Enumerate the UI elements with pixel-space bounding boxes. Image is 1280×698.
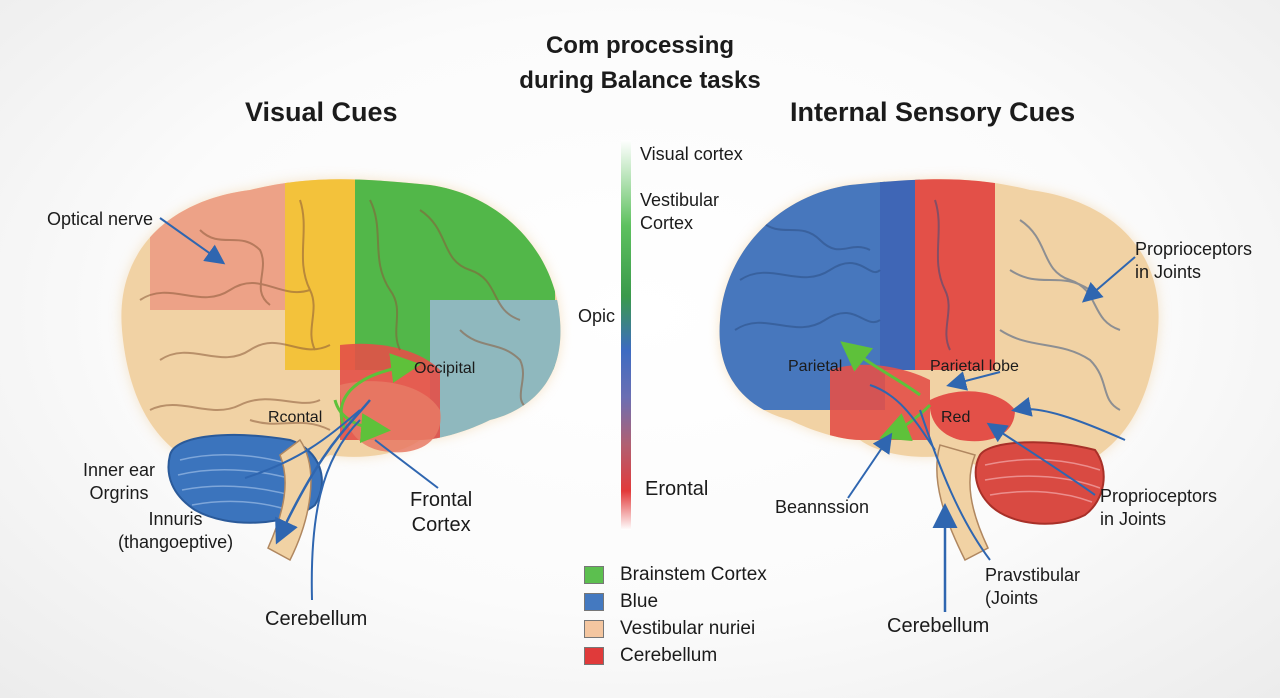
- legend-swatch: [584, 565, 604, 584]
- scale-label-frontal: Erontal: [645, 478, 709, 500]
- left-arrow-green-1: [339, 353, 421, 431]
- right-red-region: [915, 179, 995, 370]
- right-arrow-beannssion: [847, 432, 893, 499]
- label-red: Red: [941, 409, 971, 426]
- right-arrow-proprio-top: [1081, 256, 1136, 303]
- label-proprioceptors-top: Proprioceptors in Joints: [1135, 238, 1252, 284]
- left-heading: Visual Cues: [245, 97, 398, 127]
- left-arrow-cerebellum: [310, 419, 361, 601]
- legend-item: Blue: [584, 588, 767, 615]
- right-arrow-green-1: [840, 341, 921, 397]
- label-frontal-cortex-line-2: Cortex: [411, 514, 471, 536]
- left-arrow-cerebellum-link: [244, 409, 361, 479]
- label-beannssion: Beannssion: [775, 497, 870, 517]
- legend-swatch: [584, 619, 604, 638]
- left-arrow-optical: [159, 217, 226, 265]
- label-pravstibular: Pravstibular (Joints: [985, 564, 1080, 610]
- scale-label-vestibular-line-1: Vestibular: [640, 190, 720, 210]
- title-line-1: Com processing: [545, 32, 735, 59]
- label-innuris: Innuris (thangoeptive): [118, 508, 233, 554]
- legend-item: Cerebellum: [584, 642, 767, 669]
- label-inner-ear: Inner ear Orgrins: [83, 459, 155, 505]
- right-deep-blue-region: [880, 179, 920, 370]
- scale-label-vestibular: Vestibular Cortex: [640, 189, 719, 235]
- scale-label-opic: Opic: [578, 306, 616, 326]
- label-right-cerebellum: Cerebellum: [887, 615, 990, 637]
- right-brain: [719, 179, 1159, 612]
- label-pravstibular-line-1: Pravstibular: [985, 565, 1081, 585]
- legend: Brainstem Cortex Blue Vestibular nuriei …: [584, 561, 767, 669]
- legend-label: Cerebellum: [620, 644, 718, 666]
- label-pravstibular-line-2: (Joints: [985, 588, 1039, 608]
- scale-label-vestibular-line-2: Cortex: [640, 213, 694, 233]
- legend-label: Blue: [620, 590, 659, 612]
- legend-item: Vestibular nuriei: [584, 615, 767, 642]
- legend-label: Vestibular nuriei: [620, 617, 756, 639]
- label-proprioceptors-bottom-line-2: in Joints: [1100, 509, 1167, 529]
- label-proprioceptors-bottom: Proprioceptors in Joints: [1100, 485, 1217, 531]
- right-arrow-proprio-mid: [1011, 397, 1126, 441]
- left-gyri: [139, 199, 531, 431]
- title-line-2: during Balance tasks: [519, 67, 761, 94]
- legend-swatch: [584, 646, 604, 665]
- left-arrow-inner-ear: [275, 399, 371, 545]
- label-parietal: Parietal: [788, 358, 843, 375]
- right-gyri: [734, 199, 1121, 411]
- label-parietal-lobe: Parietal lobe: [930, 358, 1019, 375]
- right-arrow-pravstibular: [919, 409, 991, 561]
- label-proprioceptors-bottom-line-1: Proprioceptors: [1100, 486, 1218, 506]
- left-yellow-region: [285, 179, 360, 370]
- label-frontal-cortex-line-1: Frontal: [410, 489, 473, 511]
- diagram-title: Com processing during Balance tasks: [440, 28, 840, 98]
- label-proprioceptors-top-line-2: in Joints: [1135, 262, 1202, 282]
- scale-label-visual-cortex: Visual cortex: [640, 144, 743, 164]
- right-brainstem: [936, 444, 989, 562]
- right-arrow-proprio-bottom: [986, 422, 1096, 496]
- left-arrow-frontal: [374, 439, 439, 489]
- center-gradient-bar: [621, 140, 631, 530]
- legend-swatch: [584, 592, 604, 611]
- right-arrow-parietal-lobe: [946, 371, 1001, 391]
- right-lower-red-region: [830, 364, 930, 440]
- label-inner-ear-line-1: Inner ear: [83, 460, 156, 480]
- right-heading: Internal Sensory Cues: [790, 97, 1076, 127]
- label-frontal-cortex: Frontal Cortex: [410, 488, 472, 538]
- label-optical-nerve: Optical nerve: [47, 209, 154, 229]
- legend-item: Brainstem Cortex: [584, 561, 767, 588]
- label-rcontal: Rcontal: [268, 409, 323, 426]
- label-left-cerebellum: Cerebellum: [265, 608, 368, 630]
- right-arrow-stem-link: [869, 384, 936, 451]
- label-occipital: Occipital: [414, 360, 476, 377]
- legend-label: Brainstem Cortex: [620, 563, 767, 585]
- label-innuris-line-1: Innuris: [148, 509, 203, 529]
- label-innuris-line-2: (thangoeptive): [118, 532, 234, 552]
- label-proprioceptors-top-line-1: Proprioceptors: [1135, 239, 1253, 259]
- label-inner-ear-line-2: Orgrins: [89, 483, 149, 503]
